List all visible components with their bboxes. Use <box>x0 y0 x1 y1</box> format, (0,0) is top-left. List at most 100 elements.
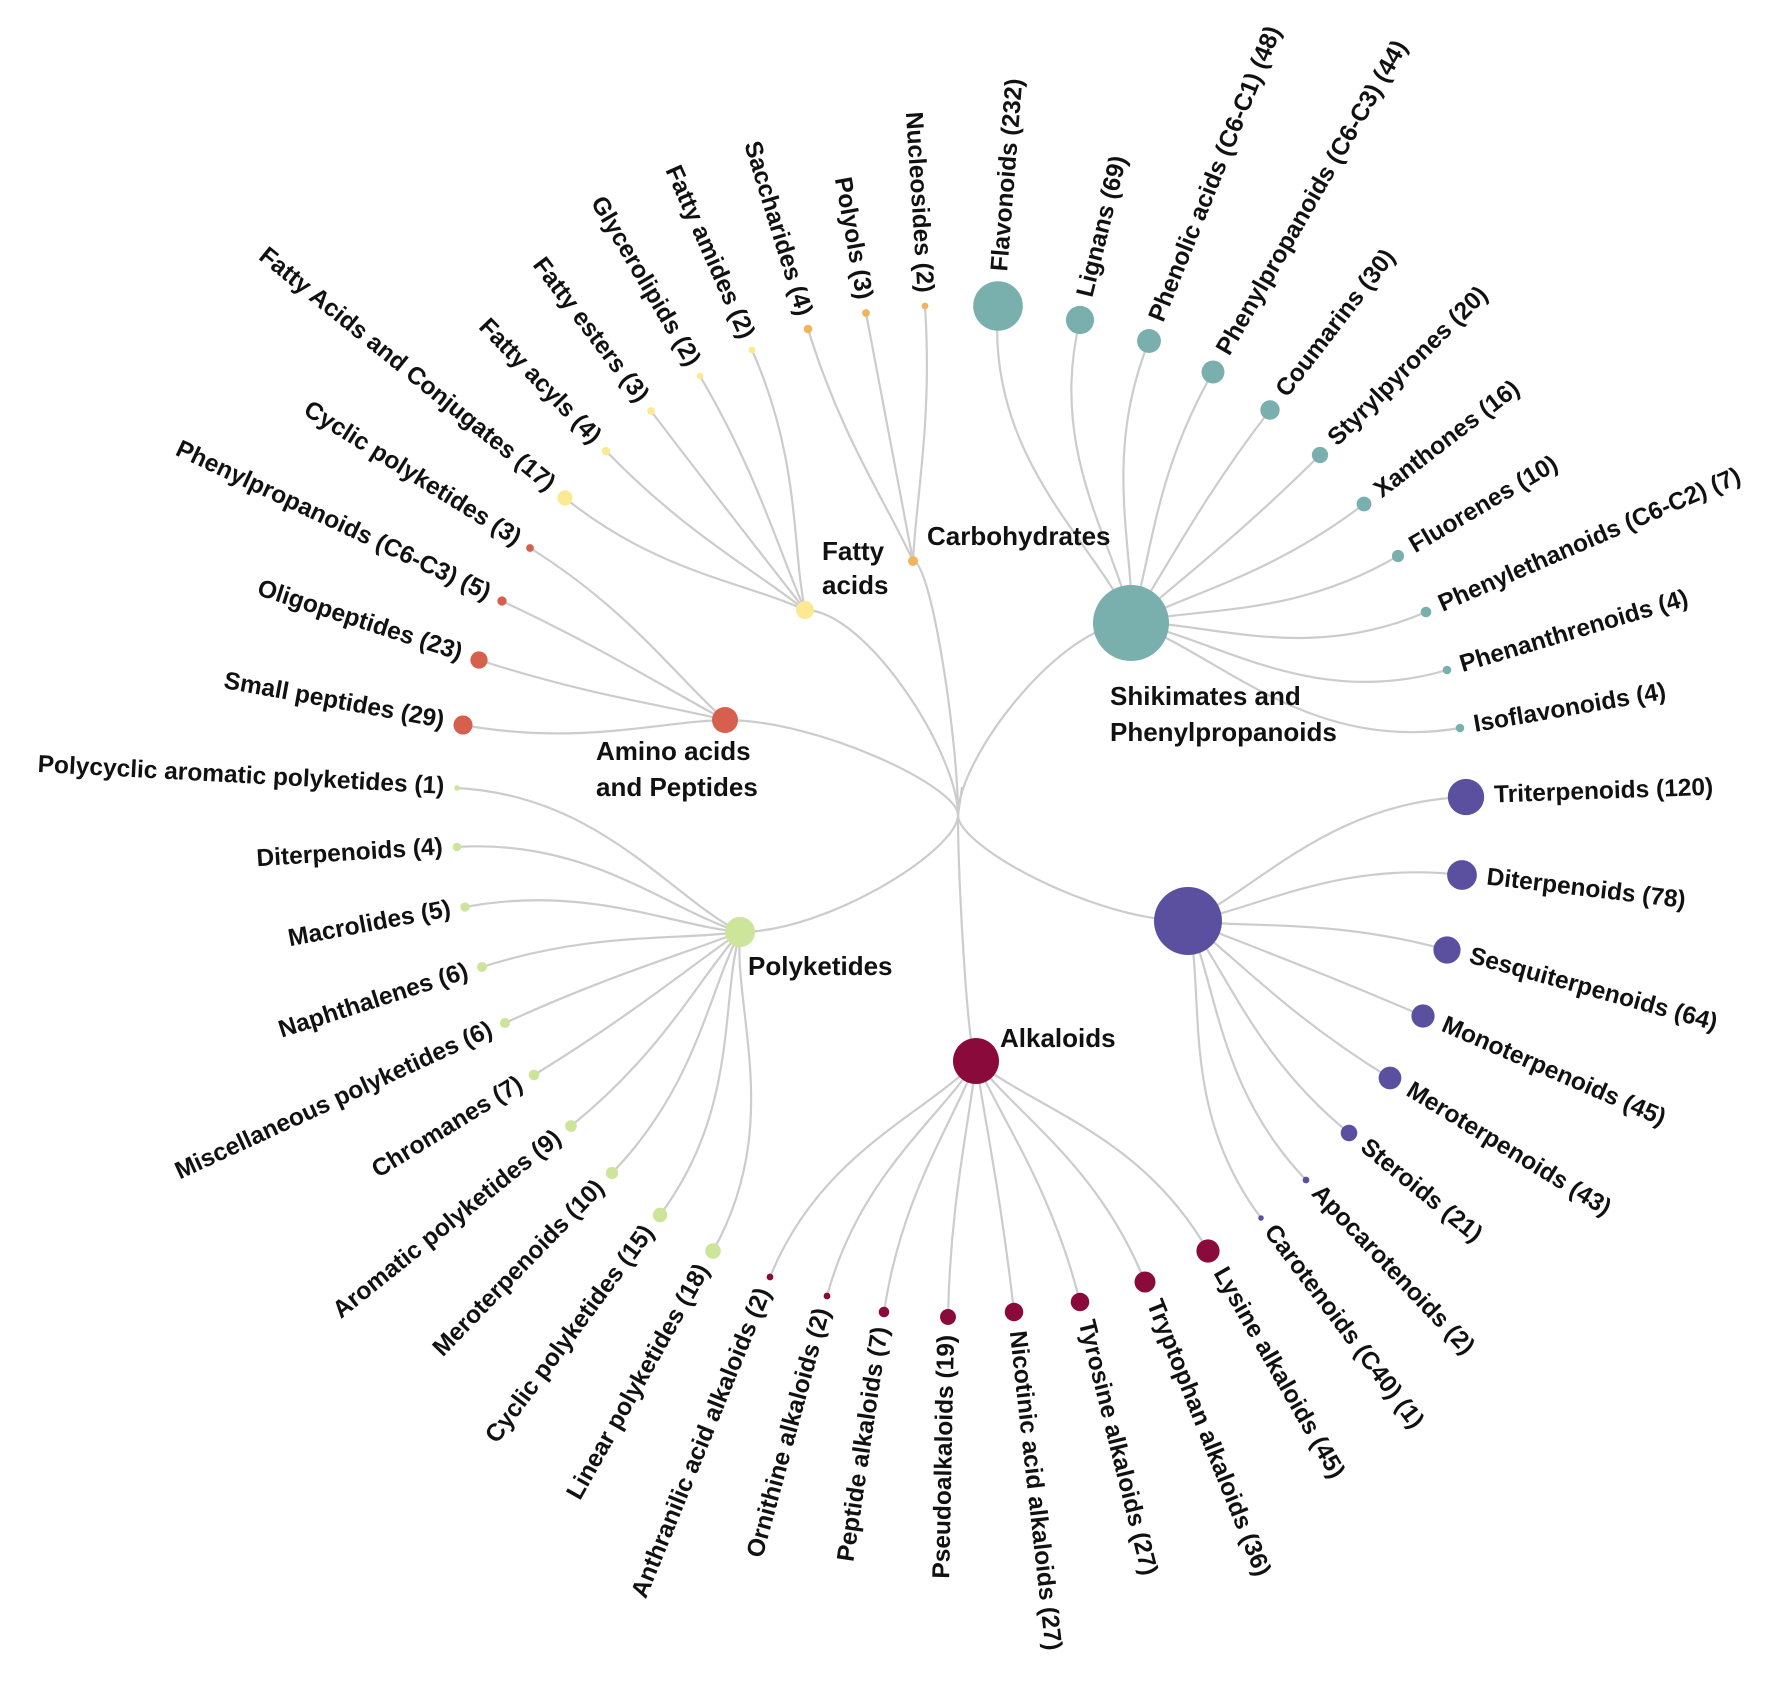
group-label-line: Polyketides <box>748 951 893 981</box>
link-alkaloids-leaf <box>768 1060 977 1278</box>
link-alkaloids-leaf <box>974 1060 1082 1303</box>
leaf-node-shikimates <box>1311 446 1329 464</box>
link-alkaloids-leaf <box>946 1060 978 1318</box>
leaf-label-polyketides: Miscellaneous polyketides (6) <box>171 1016 497 1185</box>
group-label-line: Carbohydrates <box>927 521 1111 551</box>
leaf-node-terpenoids <box>1302 1176 1310 1184</box>
leaf-node-polyketides <box>454 785 460 791</box>
link-alkaloids-leaf <box>825 1060 977 1297</box>
leaf-label-carbohydrates: Saccharides (4) <box>738 138 817 319</box>
leaf-node-alkaloids <box>766 1273 774 1281</box>
leaf-node-alkaloids <box>1196 1239 1220 1263</box>
leaf-node-amino <box>497 596 507 606</box>
group-label-line: Phenylpropanoids <box>1110 717 1337 747</box>
leaf-node-shikimates <box>1356 496 1372 512</box>
link-polyketides-leaf <box>659 931 742 1216</box>
leaf-label-shikimates: Isoflavonoids (4) <box>1472 678 1668 738</box>
group-node-fatty <box>796 601 814 619</box>
leaf-label-carbohydrates: Polyols (3) <box>829 175 878 302</box>
leaf-node-carbohydrates <box>803 324 813 334</box>
leaf-label-amino: Oligopeptides (23) <box>254 575 466 666</box>
link-fatty-leaf <box>650 410 806 611</box>
link-terpenoids-leaf <box>1187 795 1467 923</box>
link-root-polyketides <box>739 814 960 934</box>
leaf-label-polyketides: Naphthalenes (6) <box>275 958 471 1044</box>
leaf-label-terpenoids: Triterpenoids (120) <box>1494 774 1714 809</box>
group-label-alkaloids: Alkaloids <box>1000 1023 1116 1053</box>
leaf-node-fatty <box>601 446 611 456</box>
link-amino-leaf <box>501 600 726 721</box>
leaf-label-alkaloids: Tyrosine alkaloids (27) <box>1073 1317 1163 1578</box>
leaf-node-shikimates <box>1260 400 1280 420</box>
leaf-node-terpenoids <box>1433 936 1461 964</box>
link-fatty-leaf <box>564 497 806 611</box>
leaf-node-terpenoids <box>1378 1066 1402 1090</box>
link-amino-leaf <box>478 658 726 722</box>
group-node-shikimates <box>1093 585 1169 661</box>
link-alkaloids-leaf <box>975 1060 1147 1283</box>
link-root-terpenoids <box>956 814 1189 923</box>
link-root-amino <box>724 718 960 816</box>
group-label-line: Shikimates and <box>1110 681 1301 711</box>
leaf-node-carbohydrates <box>921 302 929 310</box>
link-polyketides-leaf <box>533 931 741 1076</box>
group-label-polyketides: Polyketides <box>748 951 893 981</box>
link-carbohydrates-leaf <box>806 328 915 562</box>
leaf-node-polyketides <box>477 962 487 972</box>
leaf-node-fatty <box>557 490 573 506</box>
leaf-node-polyketides <box>652 1207 668 1223</box>
link-root-shikimates <box>956 621 1132 816</box>
leaf-label-polyketides: Aromatic polyketides (9) <box>328 1125 567 1324</box>
leaf-label-polyketides: Diterpenoids (4) <box>256 833 444 872</box>
link-terpenoids-leaf <box>1187 919 1424 1018</box>
link-alkaloids-leaf <box>974 1060 1016 1313</box>
link-fatty-leaf <box>750 349 807 611</box>
group-label-carbohydrates: Carbohydrates <box>927 521 1111 551</box>
leaf-label-amino: Phenylpropanoids (C6-C3) (5) <box>172 435 495 606</box>
leaf-node-terpenoids <box>1447 778 1485 816</box>
links-layer <box>456 305 1467 1318</box>
link-polyketides-leaf <box>481 930 741 969</box>
leaf-label-terpenoids: Sesquiterpenoids (64) <box>1466 942 1720 1036</box>
link-carbohydrates-leaf <box>911 305 929 562</box>
group-label-line: Fatty <box>822 536 885 566</box>
link-root-carbohydrates <box>912 559 960 816</box>
leaf-node-alkaloids <box>940 1309 956 1325</box>
group-node-amino <box>712 707 738 733</box>
leaf-node-amino <box>526 544 534 552</box>
leaf-node-polyketides <box>605 1166 619 1180</box>
group-label-line: Amino acids <box>596 736 751 766</box>
leaf-label-shikimates: Lignans (69) <box>1072 153 1133 300</box>
link-polyketides-leaf <box>456 845 741 934</box>
leaf-node-fatty <box>696 372 704 380</box>
link-shikimates-leaf <box>995 305 1133 624</box>
leaf-node-alkaloids <box>823 1292 831 1300</box>
leaf-node-fatty <box>748 346 756 354</box>
group-node-polyketides <box>725 917 755 947</box>
leaf-node-polyketides <box>460 902 470 912</box>
leaf-label-polyketides: Macrolides (5) <box>286 895 453 952</box>
leaf-node-polyketides <box>452 842 462 852</box>
leaf-node-alkaloids <box>1004 1302 1024 1322</box>
leaf-node-terpenoids <box>1411 1004 1435 1028</box>
leaf-label-shikimates: Phenylethanoids (C6-C2) (7) <box>1434 463 1744 618</box>
link-root-alkaloids <box>956 814 978 1063</box>
leaf-label-alkaloids: Peptide alkaloids (7) <box>832 1325 894 1563</box>
leaf-node-polyketides <box>500 1018 510 1028</box>
link-shikimates-leaf <box>1130 621 1448 684</box>
leaf-node-carbohydrates <box>862 309 870 317</box>
leaf-node-shikimates <box>1420 606 1432 618</box>
leaf-node-terpenoids <box>1258 1215 1264 1221</box>
leaf-node-alkaloids <box>1134 1271 1156 1293</box>
group-node-carbohydrates <box>908 556 918 566</box>
leaf-node-shikimates <box>1442 665 1452 675</box>
link-polyketides-leaf <box>456 786 741 933</box>
leaf-node-terpenoids <box>1340 1124 1358 1142</box>
link-terpenoids-leaf <box>1186 920 1262 1219</box>
link-polyketides-leaf <box>611 931 741 1174</box>
link-root-fatty <box>804 608 960 816</box>
